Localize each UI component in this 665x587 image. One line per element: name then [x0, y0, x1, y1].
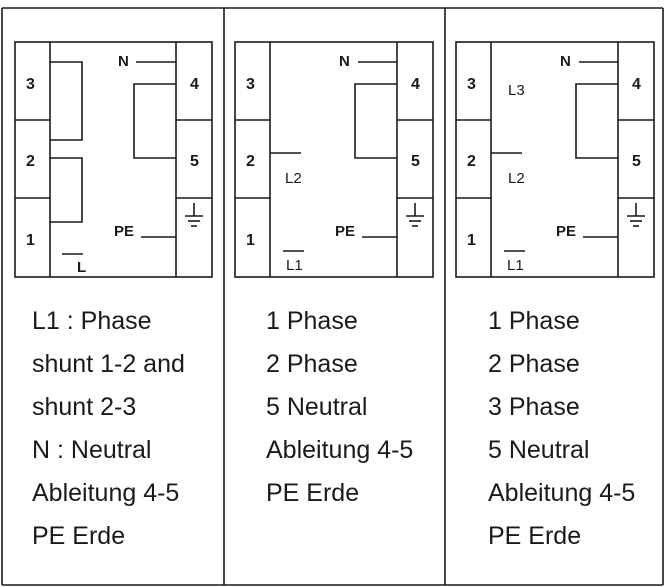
label-l2: L2	[285, 170, 302, 187]
terminal-3: 3	[246, 76, 255, 93]
shunt-2-3	[50, 61, 83, 141]
ground-icon	[406, 203, 424, 227]
terminal-5: 5	[190, 153, 199, 170]
desc-line: 1 Phase	[488, 307, 580, 335]
terminal-4: 4	[190, 76, 199, 93]
desc-line: Ableitung 4-5	[32, 479, 179, 507]
desc-line: 2 Phase	[488, 350, 580, 378]
link-4-5	[133, 83, 176, 159]
panel-2-description: 1 Phase 2 Phase 5 Neutral Ableitung 4-5 …	[266, 307, 413, 507]
label-pe: PE	[556, 223, 576, 240]
label-n: N	[339, 53, 350, 70]
desc-line: N : Neutral	[32, 436, 151, 464]
terminal-3: 3	[467, 76, 476, 93]
terminal-1: 1	[467, 232, 476, 249]
terminal-2: 2	[467, 153, 476, 170]
panel-3-description: 1 Phase 2 Phase 3 Phase 5 Neutral Ableit…	[488, 307, 635, 550]
label-l1: L1	[286, 257, 303, 274]
terminal-2: 2	[246, 153, 255, 170]
terminal-2: 2	[26, 153, 35, 170]
label-l: L	[77, 259, 86, 276]
desc-line: 1 Phase	[266, 307, 358, 335]
desc-line: shunt 1-2 and	[32, 350, 185, 378]
terminal-4: 4	[632, 76, 641, 93]
label-n: N	[118, 53, 129, 70]
desc-line: PE Erde	[488, 522, 581, 550]
desc-line: 5 Neutral	[266, 393, 367, 421]
label-n: N	[560, 53, 571, 70]
desc-line: shunt 2-3	[32, 393, 136, 421]
desc-line: 5 Neutral	[488, 436, 589, 464]
terminal-1: 1	[26, 232, 35, 249]
panel-1-description: L1 : Phase shunt 1-2 and shunt 2-3 N : N…	[32, 307, 185, 550]
terminal-5: 5	[632, 153, 641, 170]
desc-line: PE Erde	[266, 479, 359, 507]
desc-line: L1 : Phase	[32, 307, 152, 335]
desc-line: Ableitung 4-5	[266, 436, 413, 464]
desc-line: Ableitung 4-5	[488, 479, 635, 507]
ground-icon	[185, 203, 203, 227]
desc-line: PE Erde	[32, 522, 125, 550]
panel-3-schematic: 3 2 1 4 5 N PE L3 L2 L1	[455, 41, 655, 278]
table-frame	[1, 7, 664, 586]
label-l1: L1	[507, 257, 524, 274]
label-pe: PE	[335, 223, 355, 240]
label-pe: PE	[114, 223, 134, 240]
shunt-1-2	[50, 157, 83, 223]
link-4-5	[575, 83, 618, 159]
label-l3: L3	[508, 82, 525, 99]
terminal-5: 5	[411, 153, 420, 170]
label-l2: L2	[508, 170, 525, 187]
panel-2-schematic: 3 2 1 4 5 N PE L2 L1	[234, 41, 434, 278]
desc-line: 3 Phase	[488, 393, 580, 421]
terminal-3: 3	[26, 76, 35, 93]
terminal-1: 1	[246, 232, 255, 249]
desc-line: 2 Phase	[266, 350, 358, 378]
link-4-5	[354, 83, 397, 159]
ground-icon	[627, 203, 645, 227]
terminal-4: 4	[411, 76, 420, 93]
panel-1-schematic: 3 2 1 4 5 N PE L	[14, 41, 213, 278]
